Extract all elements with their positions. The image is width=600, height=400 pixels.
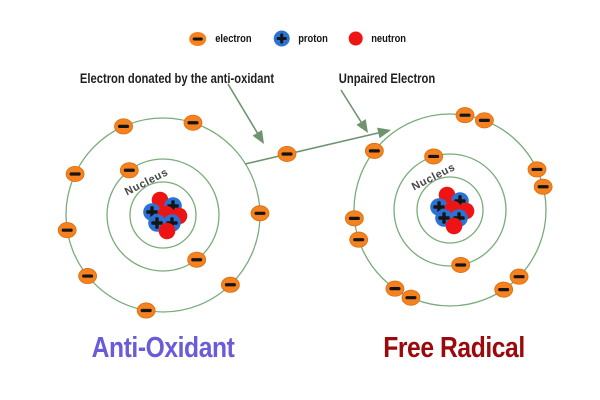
donated-electron-annotation-text: Electron donated by the anti-oxidant xyxy=(79,70,275,86)
electron-shell xyxy=(393,153,507,267)
electron xyxy=(114,118,133,135)
electron xyxy=(57,222,77,239)
electron xyxy=(455,107,475,124)
electron xyxy=(220,276,240,293)
free-radical-atom-shells xyxy=(353,113,547,307)
legend-item-neutron: neutron xyxy=(348,31,412,46)
unpaired-electron-annotation-text: Unpaired Electron xyxy=(338,70,436,86)
electron xyxy=(494,281,514,298)
electron xyxy=(344,210,364,227)
electron xyxy=(65,166,85,183)
proton-icon xyxy=(273,30,290,47)
anti-oxidant-atom: Nucleus xyxy=(57,114,270,319)
electron-icon xyxy=(189,31,207,46)
legend-label-proton: proton xyxy=(298,32,328,45)
electron xyxy=(364,142,384,159)
electron xyxy=(509,268,529,285)
electron xyxy=(119,162,139,179)
neutron xyxy=(158,222,176,240)
free-radical-atom: Nucleus xyxy=(344,107,553,306)
electron-shell xyxy=(416,176,484,244)
legend-label-electron: electron xyxy=(215,32,252,45)
anti-oxidant-atom-nucleus xyxy=(143,191,188,240)
electron xyxy=(527,161,547,178)
legend-label-neutron: neutron xyxy=(370,32,406,45)
electron-shell xyxy=(129,181,197,249)
electron xyxy=(451,256,471,273)
electron xyxy=(250,205,270,222)
electron xyxy=(183,114,203,131)
donated-electron-arrow xyxy=(227,83,264,144)
legend-item-electron: electron xyxy=(188,31,258,47)
electron xyxy=(78,268,98,285)
electron xyxy=(424,148,444,165)
electron xyxy=(277,145,297,162)
electron xyxy=(349,231,369,248)
electron xyxy=(385,280,405,297)
legend: electron proton neutron xyxy=(188,30,412,47)
electron-transfer-arrow xyxy=(244,127,391,165)
electron-shell xyxy=(106,158,220,272)
electron xyxy=(475,112,494,129)
unpaired-electron-arrow xyxy=(340,89,368,133)
neutron xyxy=(445,217,463,235)
electron xyxy=(533,178,553,195)
donated-electron-annotation: Electron donated by the anti-oxidant xyxy=(56,70,299,88)
free-radical-atom-nucleus xyxy=(430,186,475,235)
neutron-icon xyxy=(348,31,363,46)
electron-shell xyxy=(353,113,547,307)
unpaired-electron-annotation: Unpaired Electron xyxy=(327,70,448,88)
anti-oxidant-title: Anti-Oxidant xyxy=(91,332,235,364)
free-radical-title: Free Radical xyxy=(383,332,525,364)
electron xyxy=(401,289,421,306)
electron xyxy=(136,302,156,319)
legend-item-proton: proton xyxy=(273,30,333,47)
electron xyxy=(187,251,207,268)
